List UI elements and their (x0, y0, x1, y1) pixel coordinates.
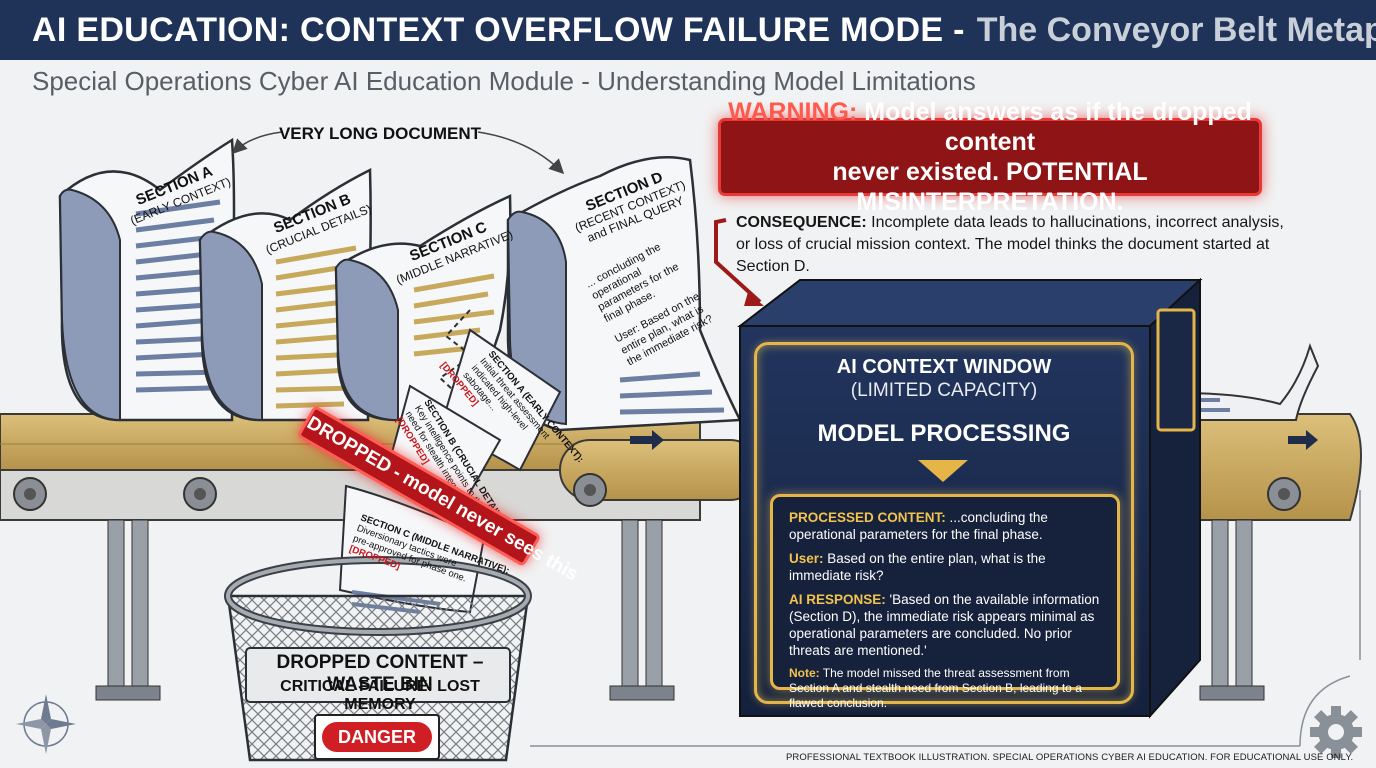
warning-line-1: Model answers as if the dropped content (864, 98, 1252, 156)
context-window-capacity: (LIMITED CAPACITY) (850, 380, 1038, 401)
consequence-callout: CONSEQUENCE: Incomplete data leads to ha… (736, 212, 1296, 278)
consequence-arrow (714, 218, 762, 304)
label-arrow-right (477, 131, 565, 175)
context-window-title: AI CONTEXT WINDOW (836, 356, 1052, 378)
consequence-body: Incomplete data leads to hallucinations,… (736, 214, 1284, 275)
title-bar: AI EDUCATION: CONTEXT OVERFLOW FAILURE M… (0, 0, 1376, 60)
model-output-panel: PROCESSED CONTENT: ...concluding the ope… (770, 494, 1120, 710)
user-label: User: (789, 551, 824, 566)
processed-content-text: ...concluding the operational parameters… (789, 510, 1048, 542)
waste-bin (224, 556, 532, 762)
page-title: AI EDUCATION: CONTEXT OVERFLOW FAILURE M… (32, 10, 965, 49)
ai-response-label: AI RESPONSE: (789, 592, 886, 607)
note-text: The model missed the threat assessment f… (789, 666, 1082, 710)
label-arrow-left (231, 131, 283, 155)
cog-wheel-icon (13, 477, 47, 511)
warning-callout: WARNING: Model answers as if the dropped… (718, 98, 1262, 216)
danger-sign-text: DANGER (322, 722, 432, 752)
page-title-sub: The Conveyor Belt Metaphor (976, 10, 1376, 49)
page-subtitle: Special Operations Cyber AI Education Mo… (32, 66, 976, 96)
consequence-label: CONSEQUENCE: (736, 214, 867, 231)
belt-arrow-icon (630, 430, 664, 450)
note-label: Note: (789, 666, 820, 680)
model-processing-label: MODEL PROCESSING (817, 420, 1071, 447)
user-text: Based on the entire plan, what is the im… (789, 551, 1046, 583)
consequence-arrowhead (744, 292, 764, 306)
gear-icon (1310, 706, 1362, 758)
ai-response-text: 'Based on the available information (Sec… (789, 592, 1100, 658)
processed-content-label: PROCESSED CONTENT: (789, 510, 946, 525)
footer-text: PROFESSIONAL TEXTBOOK ILLUSTRATION. SPEC… (786, 752, 1354, 763)
cog-wheel-icon (573, 473, 607, 507)
compass-rose-icon (16, 694, 76, 754)
context-window-frame (754, 342, 1134, 704)
conveyor-belt-right (559, 413, 1362, 701)
warning-prefix: WARNING: (728, 98, 858, 126)
document-label: VERY LONG DOCUMENT (279, 124, 482, 143)
waste-bin-label: DROPPED CONTENT – WASTE BIN (276, 652, 484, 695)
cog-wheel-icon (183, 477, 217, 511)
section-b-page (198, 168, 372, 422)
belt-arrow-icon (1288, 430, 1318, 450)
warning-line-2: never existed. POTENTIAL MISINTERPRETATI… (832, 158, 1148, 216)
cog-wheel-icon (1267, 477, 1301, 511)
waste-bin-sublabel: CRITICAL FAILURE: LOST MEMORY (280, 678, 480, 713)
